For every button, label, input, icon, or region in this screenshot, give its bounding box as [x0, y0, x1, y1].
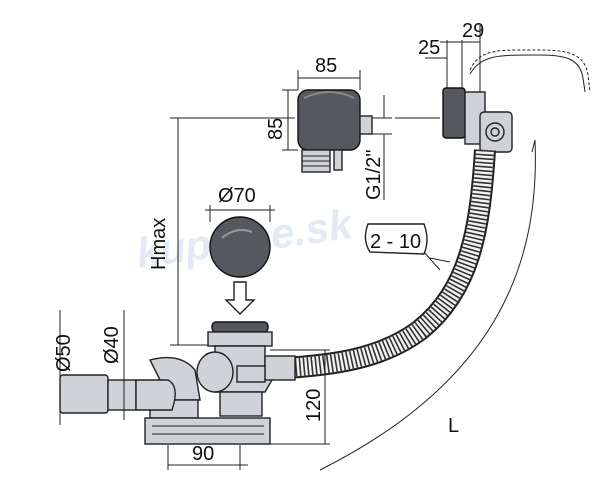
dim-length-label: L	[448, 415, 459, 437]
dim-25-label: 25	[418, 37, 440, 59]
overflow-head	[442, 87, 513, 153]
control-valve	[297, 89, 373, 173]
dim-2-10-label: 2 - 10	[370, 231, 421, 253]
dim-d70-label: Ø70	[218, 185, 256, 207]
corrugated-hose	[284, 149, 496, 379]
dim-d40-label: Ø40	[101, 326, 123, 364]
dim-hmax-label: Hmax	[148, 218, 170, 270]
range-2-10-bubble	[364, 223, 428, 255]
plug-disc	[209, 216, 271, 278]
dim-85-width-label: 85	[315, 55, 337, 77]
dim-90-label: 90	[192, 443, 214, 465]
drain-assembly	[59, 321, 296, 445]
dim-120-label: 120	[303, 389, 325, 422]
dim-85-height-label: 85	[265, 118, 287, 140]
down-arrow-icon	[224, 281, 256, 315]
dim-d50-label: Ø50	[53, 334, 75, 372]
length-curve	[319, 139, 536, 471]
thread-g12-label: G1/2"	[363, 150, 385, 200]
overflow-cable	[469, 49, 591, 93]
dim-29-label: 29	[462, 20, 484, 42]
